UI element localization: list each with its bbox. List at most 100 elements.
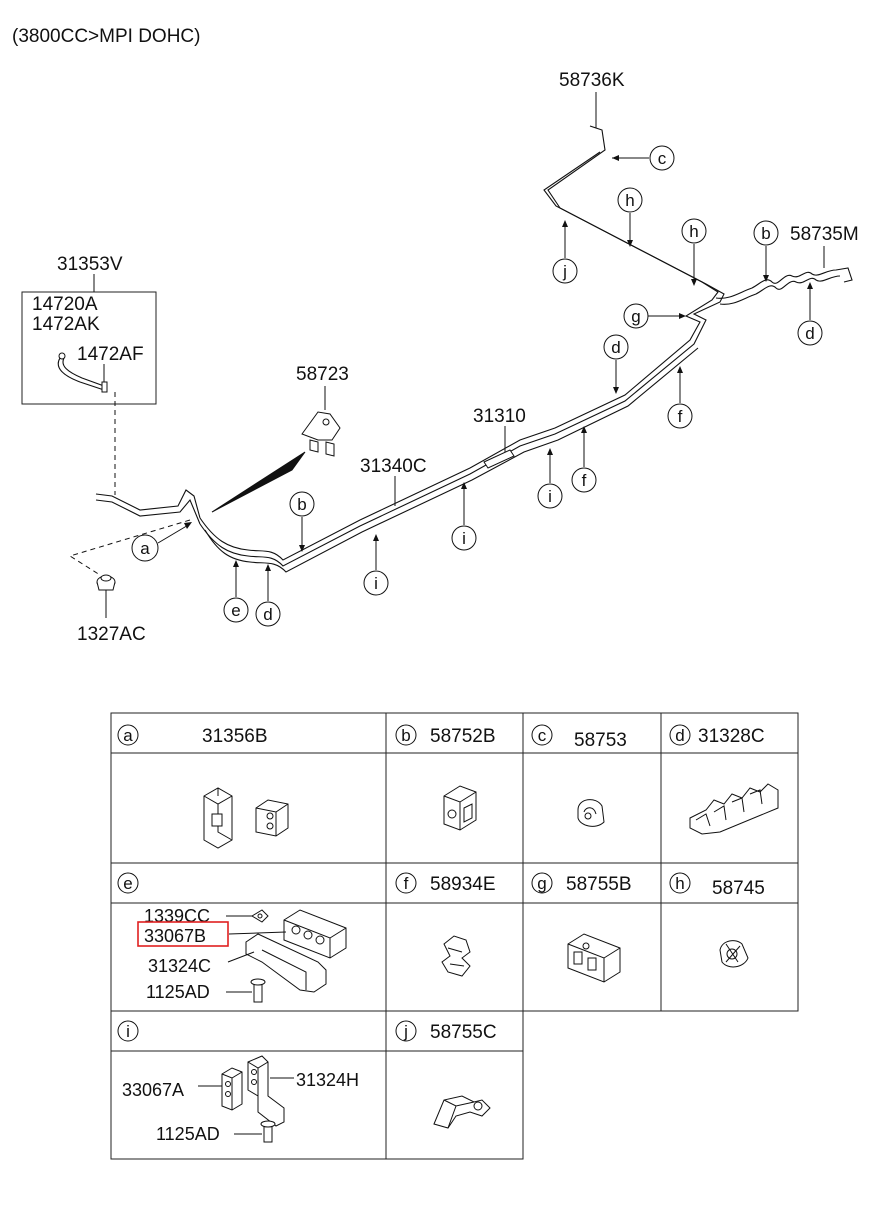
fuel-pipe-main-1: [199, 125, 719, 561]
svg-text:j: j: [562, 262, 567, 281]
svg-text:i: i: [548, 487, 552, 506]
callouts: c h h b j d g d f f: [131, 145, 823, 627]
svg-text:f: f: [678, 407, 683, 426]
cell-header-f: f 58934E: [395, 872, 496, 895]
svg-text:h: h: [625, 191, 634, 210]
highlight-box-33067B: [137, 921, 229, 947]
fuel-pipe-rear-branch-2: [719, 275, 841, 305]
svg-text:b: b: [761, 224, 770, 243]
illustration-58934E: [441, 935, 471, 977]
part-58745: 58745: [712, 878, 765, 899]
svg-text:c: c: [538, 726, 547, 745]
callout-d-right: [797, 320, 823, 346]
illustration-i-clamp: [198, 1055, 294, 1143]
svg-text:d: d: [805, 324, 814, 343]
fuel-pipe-main-3: [204, 347, 699, 573]
callout-i-1: [537, 483, 563, 509]
cell-header-g: g 58755B: [531, 872, 632, 895]
grommet-1327AC: [96, 574, 116, 591]
engine-spec-label: (3800CC>MPI DOHC): [12, 26, 200, 47]
svg-text:g: g: [631, 307, 640, 326]
cell-header-c: c 58753: [531, 724, 627, 751]
svg-text:b: b: [297, 495, 306, 514]
label-1327AC: 1327AC: [77, 624, 146, 645]
svg-text:h: h: [675, 874, 684, 893]
label-31310: 31310: [473, 406, 526, 427]
dash-grommet-link: [68, 519, 191, 576]
part-58755B: 58755B: [566, 874, 632, 895]
svg-text:a: a: [123, 726, 133, 745]
part-58755C: 58755C: [430, 1022, 497, 1043]
part-31328C: 31328C: [698, 726, 765, 747]
callout-c: [649, 145, 675, 171]
illustration-58753: [577, 799, 605, 827]
svg-text:i: i: [374, 574, 378, 593]
svg-text:b: b: [401, 726, 410, 745]
label-i-31324H: 31324H: [296, 1070, 359, 1090]
label-31353V: 31353V: [57, 254, 123, 275]
svg-text:g: g: [537, 874, 546, 893]
svg-text:d: d: [675, 726, 684, 745]
illustration-58745: [719, 940, 749, 968]
callout-i-3: [363, 570, 389, 596]
cell-header-d: d 31328C: [669, 724, 765, 747]
callout-d-mid: [603, 334, 629, 360]
svg-text:d: d: [263, 605, 272, 624]
label-58736K: 58736K: [559, 70, 625, 91]
bracket-58723: [301, 411, 341, 457]
hose-kit-box: [21, 291, 157, 405]
illustration-58755B: [567, 933, 621, 983]
svg-text:f: f: [404, 874, 409, 893]
svg-text:i: i: [462, 529, 466, 548]
illustration-58755C: [433, 1095, 491, 1129]
label-58723: 58723: [296, 364, 349, 385]
cell-header-e: e: [117, 872, 139, 894]
svg-text:f: f: [582, 471, 587, 490]
part-58753: 58753: [574, 730, 627, 751]
callout-b-right: [753, 220, 779, 246]
fuel-line-assembly: 58736K 58735M 31353V 14720A 1472AK 1472A…: [21, 70, 859, 645]
callout-f-right: [667, 403, 693, 429]
callout-d-left: [255, 601, 281, 627]
callout-h-2: [681, 218, 707, 244]
svg-text:j: j: [403, 1022, 408, 1041]
fuel-pipe-rear-branch: [715, 267, 853, 299]
callout-g: [623, 303, 649, 329]
cell-header-j: j 58755C: [395, 1020, 497, 1043]
illustration-e-clamp: [226, 909, 347, 1003]
fuel-hose-front-2: [95, 498, 201, 525]
label-14720A: 14720A: [32, 294, 98, 315]
svg-text:h: h: [689, 222, 698, 241]
svg-text:c: c: [658, 149, 667, 168]
part-58752B: 58752B: [430, 726, 496, 747]
cell-header-b: b 58752B: [395, 724, 496, 747]
label-e-1339CC: 1339CC: [144, 906, 210, 926]
callout-a: [131, 534, 159, 562]
label-e-33067B: 33067B: [144, 926, 206, 946]
label-e-1125AD: 1125AD: [146, 982, 210, 1002]
svg-text:a: a: [140, 539, 150, 558]
illustration-58752B: [443, 785, 477, 831]
callout-b-left: [289, 491, 315, 517]
callout-h-1: [617, 187, 643, 213]
illustration-31356B: [203, 787, 289, 849]
clamp-31310: [483, 449, 515, 469]
fuel-pipe-main-2: [199, 151, 725, 567]
svg-text:e: e: [231, 601, 240, 620]
label-i-33067A: 33067A: [122, 1080, 184, 1100]
fuel-hose-front: [95, 489, 201, 519]
callout-i-2: [451, 525, 477, 551]
part-58934E: 58934E: [430, 874, 496, 895]
heat-shield: [211, 451, 306, 513]
label-58735M: 58735M: [790, 224, 859, 245]
svg-text:e: e: [123, 874, 132, 893]
cell-header-i: i: [117, 1020, 139, 1042]
hose-kit-hose: [57, 357, 105, 391]
svg-text:i: i: [126, 1022, 130, 1041]
label-1472AK: 1472AK: [32, 314, 100, 335]
svg-text:d: d: [611, 338, 620, 357]
label-i-1125AD: 1125AD: [156, 1124, 220, 1144]
label-31340C: 31340C: [360, 456, 427, 477]
parts-table: a 31356B b 58752B c 58753 d 31328C e f 5…: [110, 712, 799, 1160]
